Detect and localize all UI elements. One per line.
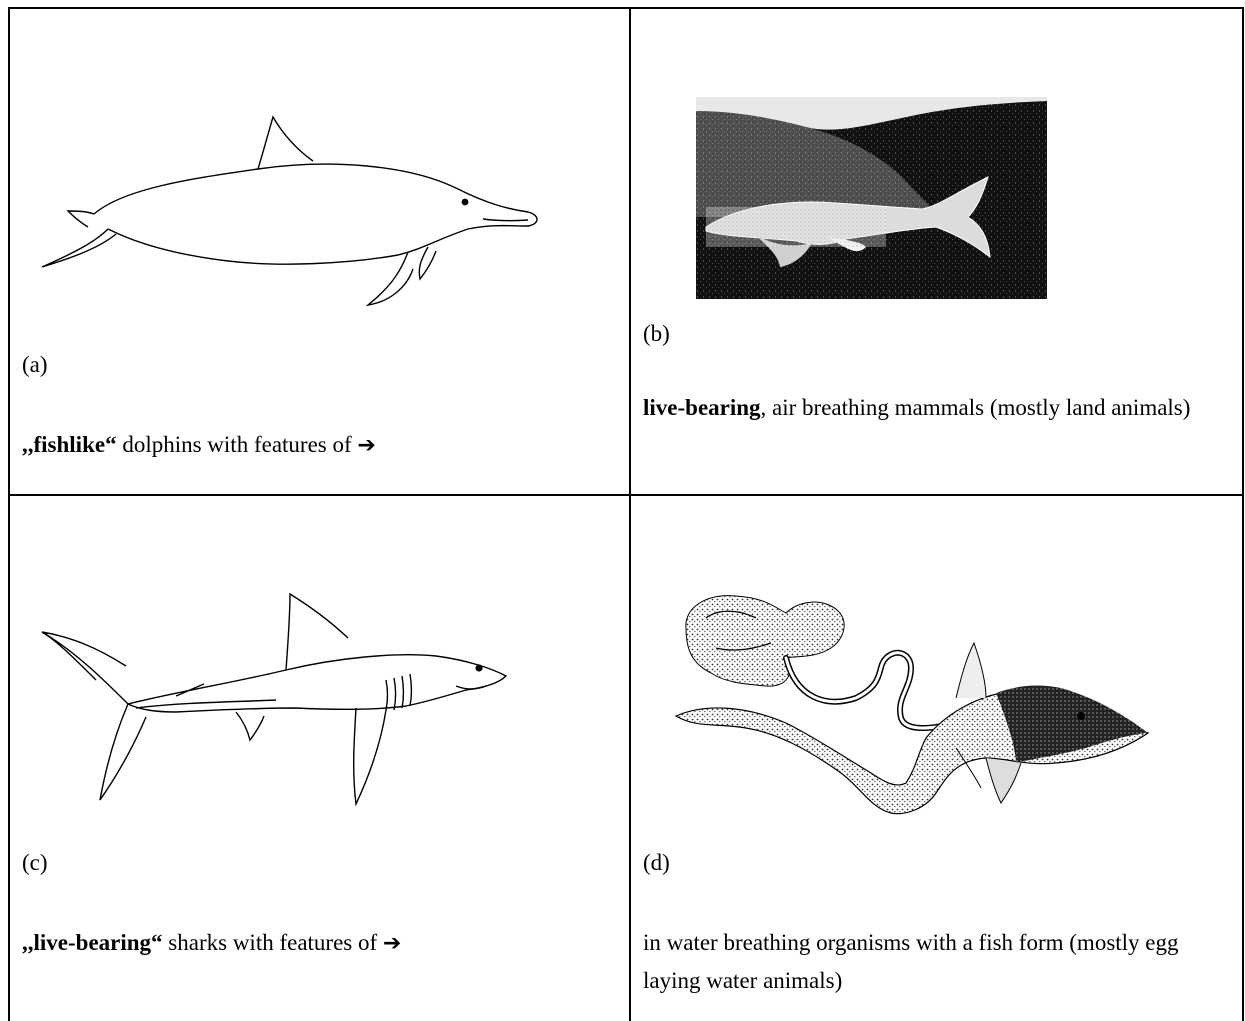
- desc-text-b: , air breathing mammals (mostly land ani…: [761, 395, 1191, 420]
- embryo-photo: [656, 588, 1156, 828]
- cell-mammal: (b) live-bearing, air breathing mammals …: [631, 9, 1242, 494]
- shark-drawing: [36, 592, 526, 822]
- dolphin-drawing: [28, 109, 548, 309]
- cell-dolphin: (a) ,,fishlike“ dolphins with features o…: [10, 9, 629, 494]
- right-arrow-icon: ➔: [357, 433, 375, 458]
- cell-label-d: (d): [643, 848, 670, 878]
- dolphin-photo: [696, 97, 1047, 299]
- desc-bold-b: live-bearing: [643, 395, 761, 420]
- desc-text-c: sharks with features of: [163, 930, 383, 955]
- cell-description-b: live-bearing, air breathing mammals (mos…: [643, 389, 1223, 427]
- cell-description-c: ,,live-bearing“ sharks with features of …: [22, 924, 612, 963]
- cell-label-b: (b): [643, 319, 670, 349]
- cell-description-d: in water breathing organisms with a fish…: [643, 924, 1233, 1000]
- cell-label-a: (a): [22, 350, 48, 380]
- desc-text-d: in water breathing organisms with a fish…: [643, 930, 1179, 993]
- cell-label-c: (c): [22, 848, 48, 878]
- cell-shark: (c) ,,live-bearing“ sharks with features…: [10, 496, 629, 1021]
- right-arrow-icon: ➔: [383, 931, 401, 956]
- desc-bold-c: ,,live-bearing“: [22, 930, 163, 955]
- cell-fish-form: (d) in water breathing organisms with a …: [631, 496, 1242, 1021]
- desc-bold-a: ,,fishlike“: [22, 432, 117, 457]
- desc-text-a: dolphins with features of: [117, 432, 358, 457]
- cell-description-a: ,,fishlike“ dolphins with features of ➔: [22, 426, 612, 465]
- table-border-right: [1242, 7, 1244, 1021]
